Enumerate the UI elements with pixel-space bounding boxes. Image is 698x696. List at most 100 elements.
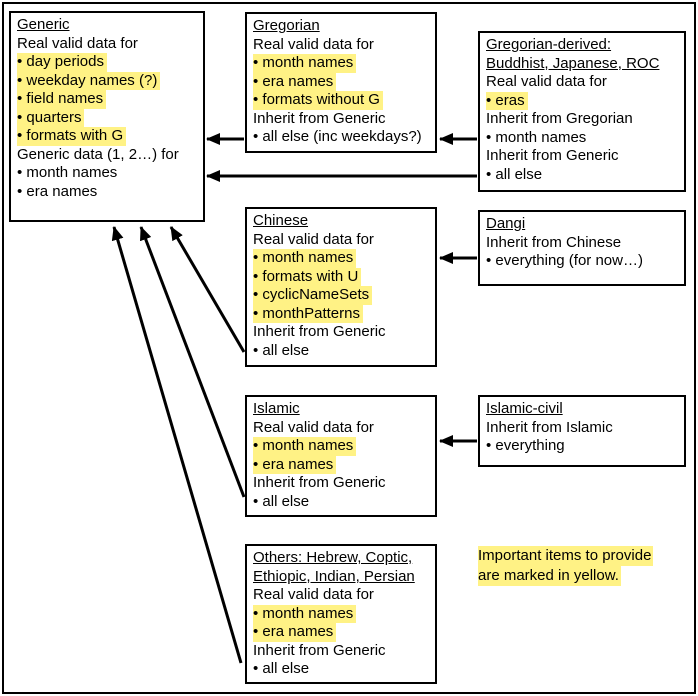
highlighted-item: • field names	[17, 90, 107, 109]
others-line: Inherit from Generic	[253, 642, 430, 661]
item: • all else	[253, 492, 310, 510]
others-line: • all else	[253, 660, 430, 679]
gregorian-line: • era names	[253, 72, 430, 91]
highlighted-item: • weekday names (?)	[17, 71, 161, 90]
gregorian-title: Gregorian	[253, 17, 320, 34]
gregorian-derived-line: • eras	[486, 91, 679, 110]
gregorian-line: • formats without G	[253, 91, 430, 110]
item: • era names	[17, 182, 98, 200]
chinese-title: Chinese	[253, 212, 309, 229]
gregorian-derived-title: Buddhist, Japanese, ROC	[486, 54, 660, 72]
others-line: Real valid data for	[253, 586, 430, 605]
highlighted-item: • eras	[486, 91, 528, 110]
item: • all else	[486, 165, 543, 183]
item: Inherit from Chinese	[486, 233, 622, 251]
gregorian-derived-box: Gregorian-derived:Buddhist, Japanese, RO…	[478, 31, 686, 192]
item: • everything	[486, 437, 565, 454]
islamic-civil-line: Inherit from Islamic	[486, 419, 679, 438]
chinese-line: Inherit from Generic	[253, 323, 430, 342]
item: Inherit from Generic	[253, 109, 386, 127]
item: Inherit from Generic	[253, 474, 386, 491]
highlighted-item: • cyclicNameSets	[253, 286, 373, 305]
gregorian-derived-line: Inherit from Gregorian	[486, 110, 679, 129]
gregorian-derived-line: Inherit from Generic	[486, 147, 679, 166]
gregorian-line: Inherit from Generic	[253, 110, 430, 129]
highlighted-item: • quarters	[17, 108, 85, 127]
item: Inherit from Generic	[253, 323, 386, 340]
chinese-line: • formats with U	[253, 267, 430, 286]
chinese-line: • monthPatterns	[253, 304, 430, 323]
highlighted-item: • era names	[253, 623, 337, 642]
gregorian-derived-title: Gregorian-derived:	[486, 36, 612, 53]
others-line: • month names	[253, 604, 430, 623]
item: Real valid data for	[253, 230, 374, 248]
legend-note: Important items to provide are marked in…	[478, 546, 654, 586]
generic-line: • era names	[17, 183, 198, 202]
item: Real valid data for	[17, 34, 138, 52]
others-title: Ethiopic, Indian, Persian	[253, 567, 415, 585]
highlighted-item: • formats with G	[17, 127, 127, 146]
highlighted-item: • formats with U	[253, 267, 362, 286]
gregorian-line: • month names	[253, 54, 430, 73]
dangi-line: Inherit from Chinese	[486, 234, 679, 253]
item: Inherit from Islamic	[486, 418, 613, 436]
others-box: Others: Hebrew, Coptic,Ethiopic, Indian,…	[245, 544, 437, 684]
generic-line: • weekday names (?)	[17, 71, 198, 90]
item: Real valid data for	[253, 586, 374, 603]
dangi-line: • everything (for now…)	[486, 252, 679, 271]
generic-line: • quarters	[17, 108, 198, 127]
highlighted-item: • formats without G	[253, 91, 383, 110]
highlighted-item: • month names	[253, 249, 357, 268]
item: Real valid data for	[253, 418, 374, 436]
islamic-civil-title: Islamic-civil	[486, 400, 563, 417]
item: • month names	[486, 128, 587, 146]
gregorian-derived-line: • all else	[486, 166, 679, 185]
item: • month names	[17, 164, 118, 181]
highlighted-item: • day periods	[17, 53, 107, 72]
generic-line: Generic data (1, 2…) for	[17, 146, 198, 165]
generic-line: • month names	[17, 164, 198, 183]
dangi-title: Dangi	[486, 215, 526, 232]
item: Inherit from Gregorian	[486, 110, 633, 127]
item: • all else	[253, 660, 310, 677]
generic-title: Generic	[17, 16, 70, 33]
chinese-line: • all else	[253, 342, 430, 361]
others-line: • era names	[253, 623, 430, 642]
islamic-line: • month names	[253, 437, 430, 456]
generic-line: • field names	[17, 90, 198, 109]
islamic-line: Real valid data for	[253, 419, 430, 438]
item: • all else	[253, 341, 310, 359]
item: Real valid data for	[486, 73, 607, 90]
chinese-line: • cyclicNameSets	[253, 286, 430, 305]
item: Inherit from Generic	[486, 147, 619, 164]
islamic-line: • all else	[253, 493, 430, 512]
item: Real valid data for	[253, 35, 374, 53]
gregorian-line: Real valid data for	[253, 36, 430, 55]
islamic-civil-line: • everything	[486, 437, 679, 456]
item: • everything (for now…)	[486, 252, 643, 269]
generic-line: • day periods	[17, 53, 198, 72]
gregorian-line: • all else (inc weekdays?)	[253, 128, 430, 147]
highlighted-item: • era names	[253, 455, 337, 474]
generic-line: • formats with G	[17, 127, 198, 146]
item: Inherit from Generic	[253, 641, 386, 659]
others-title: Others: Hebrew, Coptic,	[253, 549, 413, 566]
islamic-line: • era names	[253, 455, 430, 474]
generic-line: Real valid data for	[17, 35, 198, 54]
islamic-line: Inherit from Generic	[253, 474, 430, 493]
item: Generic data (1, 2…) for	[17, 145, 179, 163]
gregorian-derived-line: • month names	[486, 129, 679, 148]
highlighted-item: • month names	[253, 54, 357, 73]
chinese-line: Real valid data for	[253, 231, 430, 250]
islamic-title: Islamic	[253, 400, 300, 417]
highlighted-item: • month names	[253, 604, 357, 623]
highlighted-item: • era names	[253, 72, 337, 91]
legend-note-line: Important items to provide	[478, 546, 654, 566]
